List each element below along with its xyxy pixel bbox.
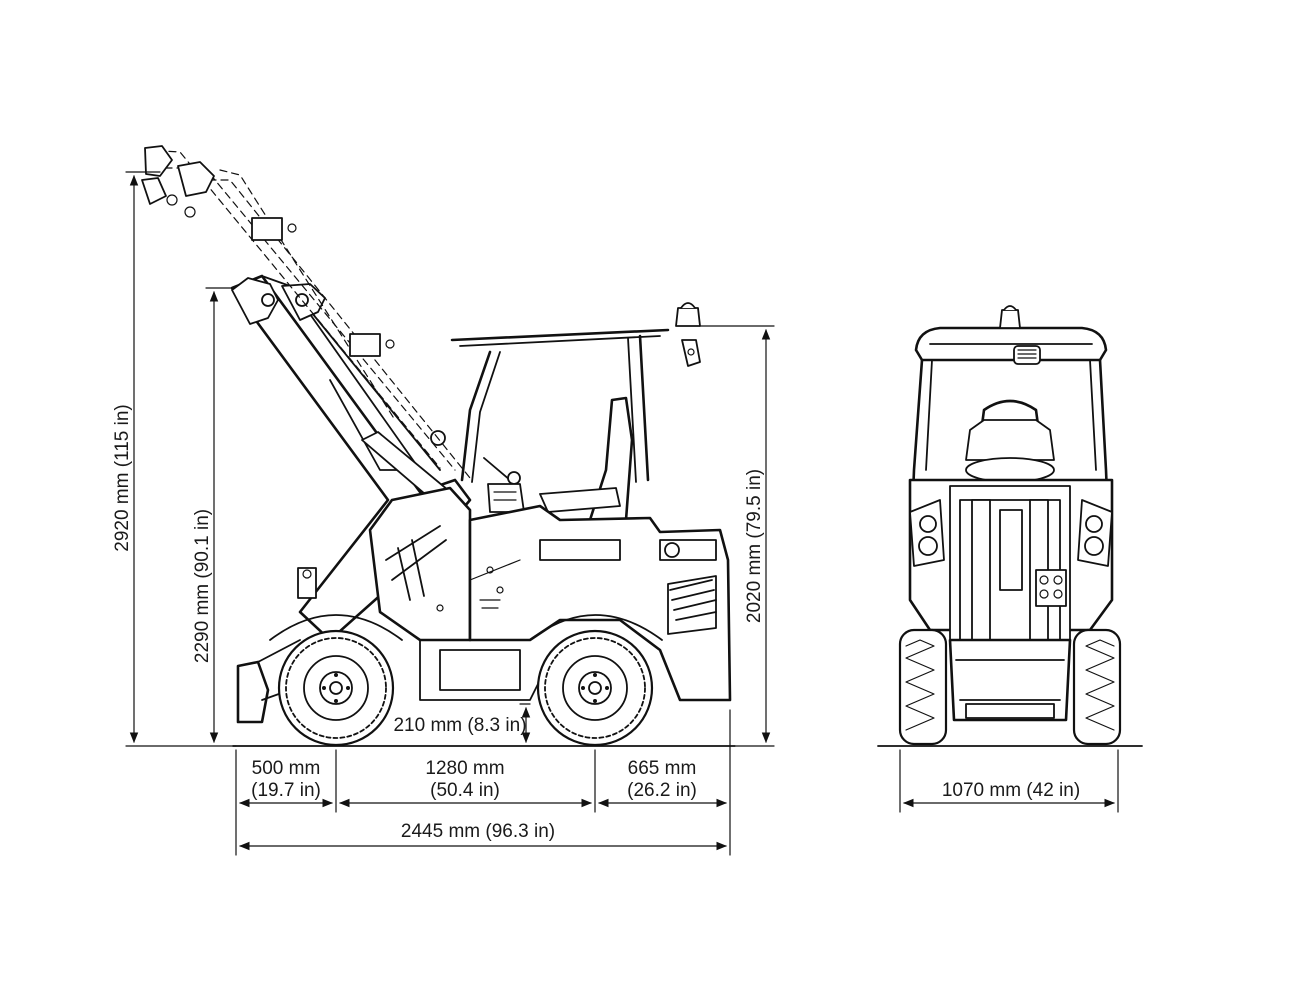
label-wheelbase-in: (50.4 in): [430, 780, 500, 801]
label-width: 1070 mm (42 in): [942, 780, 1080, 801]
label-front-overhang-in: (19.7 in): [251, 780, 321, 801]
rear-wheel: [536, 629, 654, 747]
side-view: [141, 145, 736, 747]
front-fender: [269, 614, 403, 641]
canopy: [450, 302, 701, 483]
front-dimensions: 1070 mm (42 in): [899, 749, 1119, 813]
front-body: [908, 478, 1114, 722]
side-dimensions: 2920 mm (115 in) 2290 mm (90.1 in) 2020 …: [112, 171, 775, 856]
front-beacon: [999, 309, 1021, 329]
front-seat: [965, 399, 1055, 483]
label-ground-clearance: 210 mm (8.3 in): [393, 715, 526, 736]
label-rear-overhang-in: (26.2 in): [627, 780, 697, 801]
label-canopy-height: 2020 mm (79.5 in): [744, 469, 765, 623]
rear-fender: [529, 614, 663, 641]
label-max-height: 2920 mm (115 in): [112, 404, 133, 552]
label-wheelbase-mm: 1280 mm: [425, 758, 504, 779]
lift-arm-raised-outline: [141, 145, 471, 479]
quick-hitch: [236, 567, 317, 724]
front-right-tyre: [1072, 628, 1122, 746]
label-rear-overhang-mm: 665 mm: [628, 758, 697, 779]
label-front-overhang-mm: 500 mm: [252, 758, 321, 779]
chassis: [368, 486, 732, 702]
front-wheel: [277, 629, 395, 747]
label-total-length: 2445 mm (96.3 in): [401, 821, 555, 842]
front-view: [877, 305, 1143, 747]
label-pin-height: 2290 mm (90.1 in): [192, 509, 213, 663]
front-left-tyre: [898, 628, 948, 746]
operator-seat: [483, 396, 634, 542]
